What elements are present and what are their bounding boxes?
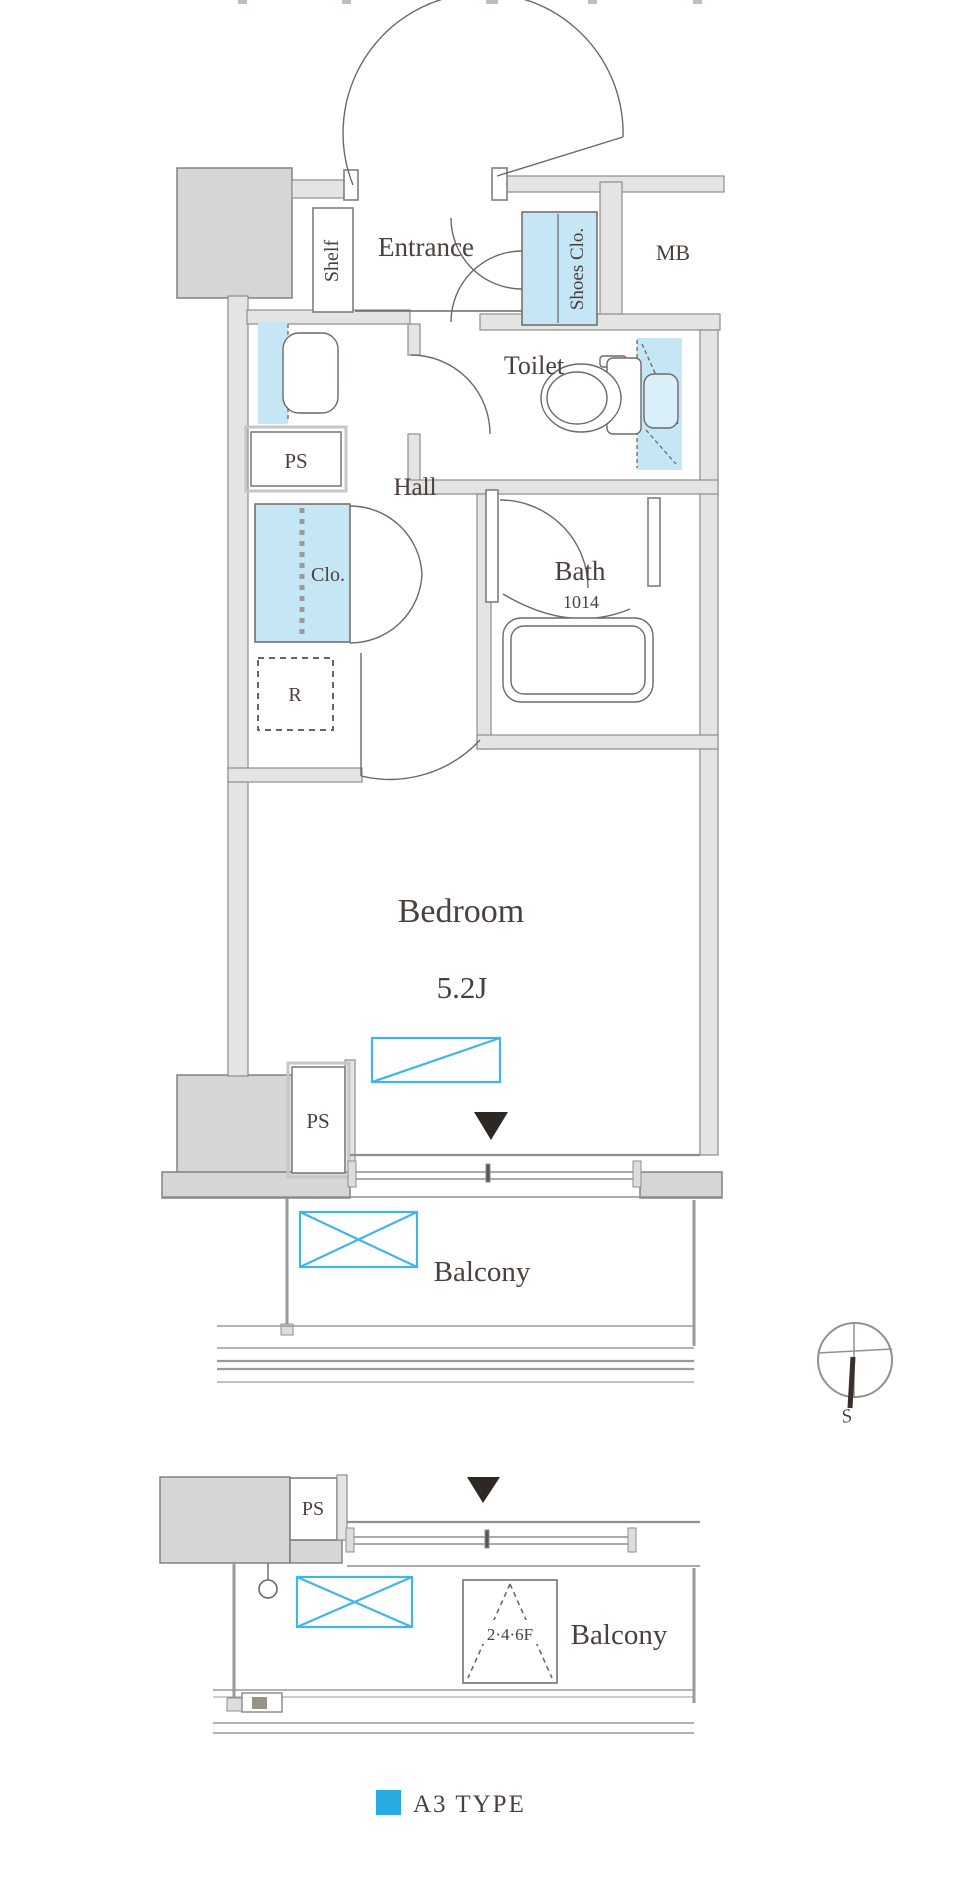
lower-section: 2·4·6F: [159, 1474, 700, 1734]
legend: A3 TYPE: [376, 1790, 526, 1818]
label-ps-lower-section: PS: [302, 1498, 324, 1520]
pipe-space-main-lower: [286, 1061, 351, 1179]
label-closet: Clo.: [311, 564, 345, 586]
label-shelf: Shelf: [321, 240, 343, 283]
label-hatch-floors: 2·4·6F: [487, 1625, 533, 1644]
outdoor-unit-mark-lower: [295, 1575, 414, 1629]
shoes-closet-box: [521, 211, 598, 326]
refrigerator-space: [257, 657, 334, 731]
compass-needle: [847, 1356, 856, 1409]
outdoor-unit-mark: [298, 1210, 419, 1269]
legend-color-swatch: [376, 1790, 401, 1815]
label-mb: MB: [656, 240, 690, 265]
label-refrigerator: R: [288, 684, 302, 706]
label-ps-upper: PS: [284, 449, 307, 473]
top-crop-marks: [238, 0, 702, 4]
compass-south-label: S: [840, 1405, 855, 1428]
pipe-space-upper: [244, 425, 348, 493]
evacuation-hatch: 2·4·6F: [462, 1579, 558, 1684]
label-bedroom: Bedroom: [398, 893, 525, 930]
label-hall: Hall: [393, 474, 436, 501]
entry-direction-triangle-lower: [467, 1477, 500, 1503]
label-bath-size: 1014: [563, 592, 599, 612]
hook: [258, 1579, 278, 1599]
label-toilet: Toilet: [504, 351, 565, 380]
bedroom-ac-mark: [370, 1036, 502, 1084]
label-shoes-closet: Shoes Clo.: [567, 228, 588, 310]
pipe-space-lower-box: [289, 1477, 338, 1541]
label-ps-main-lower: PS: [306, 1109, 329, 1133]
toilet-door-arc: [410, 354, 491, 435]
bath-door-frame: [485, 489, 499, 603]
washbasin: [258, 322, 339, 424]
concrete-pillars: [161, 167, 723, 1199]
label-entrance: Entrance: [378, 232, 474, 262]
toilet-room: [410, 338, 682, 470]
bathtub: [502, 617, 654, 703]
balcony-main: [217, 1198, 696, 1383]
bath-door-arc: [499, 499, 589, 589]
compass: S: [817, 1322, 893, 1428]
entry-direction-triangle: [474, 1112, 508, 1140]
label-bath: Bath: [555, 556, 606, 586]
bath-counter: [647, 497, 661, 587]
walls: [227, 175, 725, 1173]
bedroom-door: [360, 653, 481, 781]
shelf-box: [312, 207, 354, 313]
label-bedroom-size: 5.2J: [437, 970, 488, 1005]
lower-window: [345, 1520, 700, 1567]
sink: [282, 332, 339, 414]
toilet-bowl: [540, 363, 622, 433]
legend-label: A3 TYPE: [413, 1791, 526, 1818]
closet: [254, 503, 423, 644]
bedroom-window: [162, 1153, 722, 1198]
label-balcony-lower: Balcony: [571, 1619, 668, 1651]
label-balcony-main: Balcony: [434, 1256, 531, 1288]
entrance-door: [342, 0, 624, 201]
entrance-area: [312, 207, 598, 326]
bath-room: [485, 489, 661, 703]
